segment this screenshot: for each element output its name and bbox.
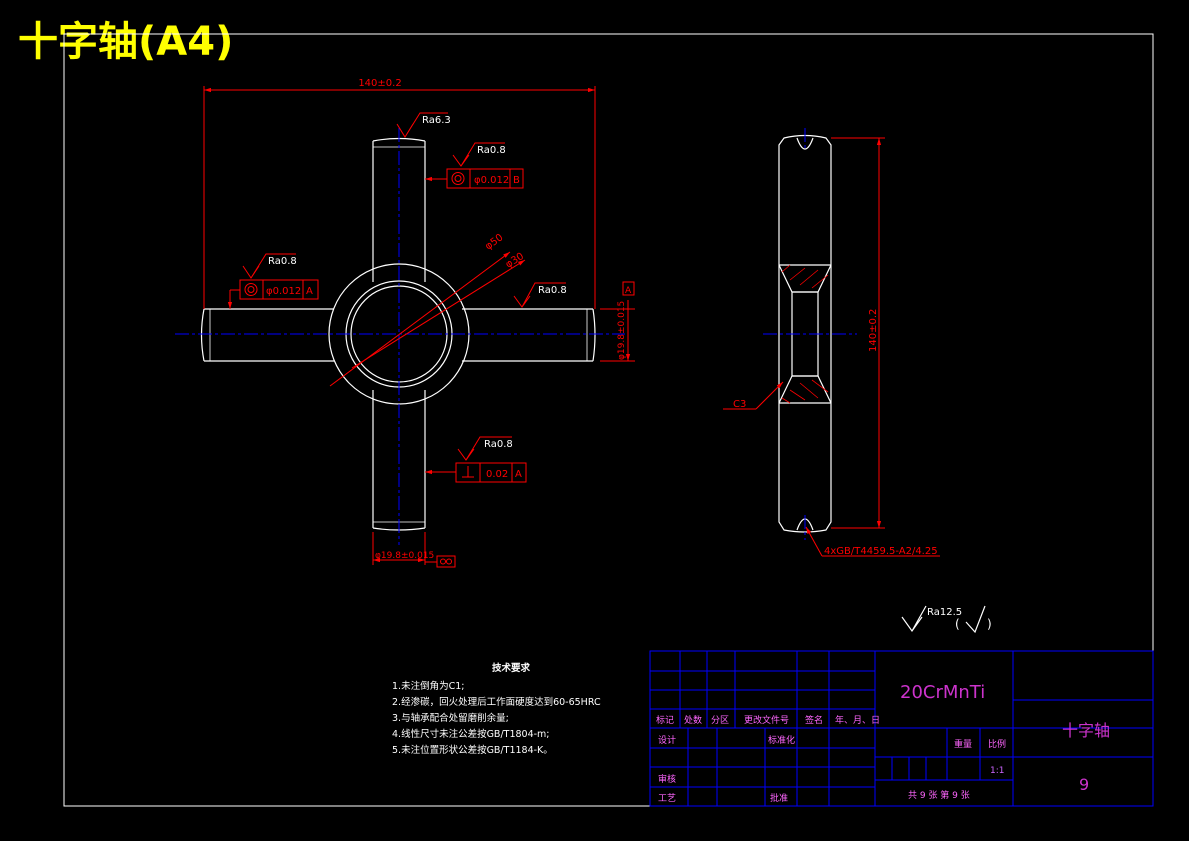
tb-change-doc: 更改文件号 bbox=[744, 714, 789, 726]
right-arm bbox=[462, 308, 596, 362]
dim-shaft-right: φ19.8±0.015 bbox=[617, 301, 627, 360]
title-block-labels: 标记 处数 分区 更改文件号 签名 年、月、日 设计 标准化 重量 比例 审核 … bbox=[656, 714, 1006, 804]
dim-height-total: 140±0.2 bbox=[868, 309, 879, 352]
dim-chamfer: C3 bbox=[733, 399, 746, 410]
front-roughness-texts: Ra6.3 Ra0.8 Ra0.8 Ra0.8 Ra0.8 bbox=[268, 115, 567, 450]
tech-notes: 技术要求 1.未注倒角为C1; 2.经渗碳，回火处理后工作面硬度达到60-65H… bbox=[392, 662, 601, 756]
tb-zone: 分区 bbox=[711, 715, 729, 726]
note-3: 3.与轴承配合处留磨削余量; bbox=[392, 712, 509, 724]
svg-text:(: ( bbox=[955, 617, 960, 631]
tb-weight: 重量 bbox=[954, 738, 972, 750]
rough-top-shaft: Ra0.8 bbox=[477, 145, 506, 156]
front-view bbox=[200, 137, 596, 531]
note-2: 2.经渗碳，回火处理后工作面硬度达到60-65HRC bbox=[392, 696, 601, 708]
rough-right-shaft: Ra0.8 bbox=[538, 285, 567, 296]
tb-drawing-no: 9 bbox=[1079, 775, 1089, 794]
title-block bbox=[649, 650, 1154, 807]
note-1: 1.未注倒角为C1; bbox=[392, 680, 464, 692]
tb-count: 处数 bbox=[684, 714, 702, 726]
tolerance-texts: φ0.012 B φ0.012 A 0.02 A bbox=[266, 175, 522, 480]
sheet-border bbox=[63, 33, 1154, 807]
tol-left-datum: A bbox=[306, 286, 313, 297]
tb-sheets: 共 9 张 第 9 张 bbox=[908, 789, 970, 801]
notes-heading: 技术要求 bbox=[492, 662, 531, 674]
svg-text:): ) bbox=[987, 617, 992, 631]
tb-design: 设计 bbox=[658, 734, 676, 746]
tol-bottom-value: 0.02 bbox=[486, 469, 508, 480]
title-block-main: 20CrMnTi 十字轴 9 bbox=[900, 682, 1110, 794]
tb-scale: 1:1 bbox=[990, 766, 1004, 776]
rough-general: Ra12.5 bbox=[927, 607, 962, 618]
dim-width-total: 140±0.2 bbox=[358, 78, 401, 89]
tb-mark: 标记 bbox=[656, 714, 674, 726]
side-centerlines bbox=[763, 128, 857, 540]
general-roughness: Ra12.5 ( ) bbox=[901, 605, 992, 634]
dim-sphere: φ50 bbox=[483, 232, 505, 252]
side-dim-texts: 140±0.2 C3 4xGB/T4459.5-A2/4.25 bbox=[733, 309, 938, 557]
side-hatch bbox=[781, 264, 829, 404]
side-dimensions bbox=[723, 137, 940, 557]
tb-sign: 签名 bbox=[805, 714, 823, 726]
note-5: 5.未注位置形状公差按GB/T1184-K。 bbox=[392, 744, 553, 756]
rough-bottom-shaft: Ra0.8 bbox=[484, 439, 513, 450]
note-4: 4.线性尺寸未注公差按GB/T1804-m; bbox=[392, 728, 550, 740]
front-dimensions bbox=[203, 86, 635, 568]
dim-center-hole: 4xGB/T4459.5-A2/4.25 bbox=[824, 546, 938, 557]
tb-part-name: 十字轴 bbox=[1062, 721, 1110, 740]
datum-right: A bbox=[625, 286, 632, 296]
tb-ratio: 比例 bbox=[988, 738, 1006, 750]
tb-review: 审核 bbox=[658, 773, 676, 785]
tol-top-value: φ0.012 bbox=[474, 175, 509, 186]
tol-left-value: φ0.012 bbox=[266, 286, 301, 297]
tol-top-datum: B bbox=[513, 175, 520, 186]
tb-process: 工艺 bbox=[658, 793, 676, 804]
tb-material: 20CrMnTi bbox=[900, 682, 985, 703]
tb-approve: 批准 bbox=[770, 792, 788, 804]
dim-shaft-bottom: φ19.8±0.015 bbox=[375, 551, 434, 561]
tol-bottom-datum: A bbox=[515, 469, 522, 480]
left-arm bbox=[200, 308, 334, 362]
drawing-title: 十字轴(A4) bbox=[18, 19, 234, 65]
tb-date: 年、月、日 bbox=[835, 714, 880, 726]
rough-top: Ra6.3 bbox=[422, 115, 451, 126]
tb-standardize: 标准化 bbox=[768, 734, 795, 746]
front-centerlines bbox=[175, 128, 625, 545]
rough-left-shaft: Ra0.8 bbox=[268, 256, 297, 267]
